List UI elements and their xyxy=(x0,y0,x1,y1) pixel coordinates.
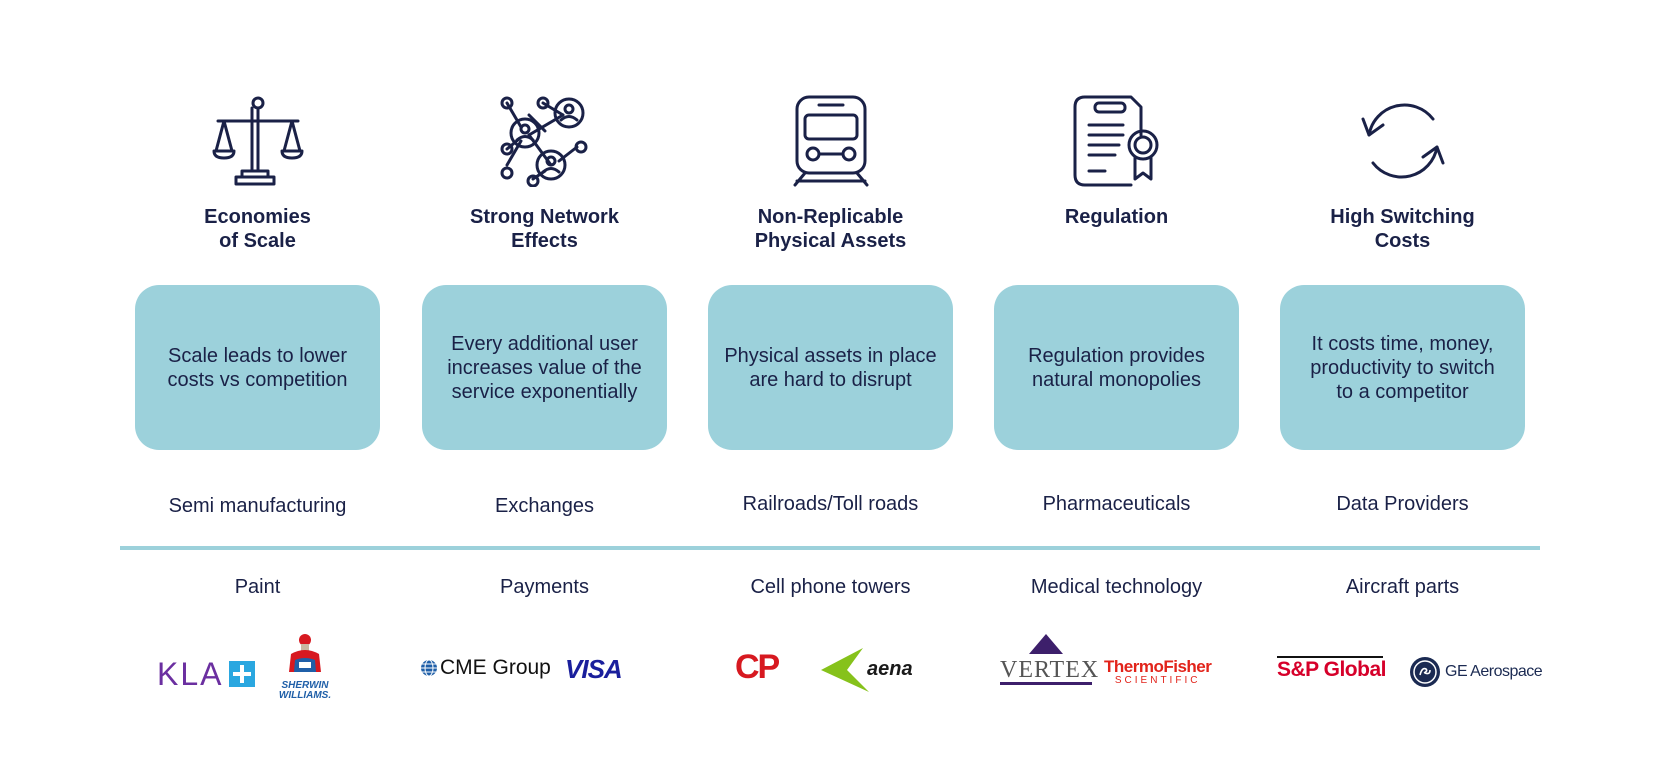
vertex-logo: VERTEX xyxy=(1000,634,1100,685)
thermo-fisher-logo: ThermoFisher SCIENTIFIC xyxy=(1104,657,1212,687)
globe-icon xyxy=(421,659,437,677)
example-bottom: Aircraft parts xyxy=(1345,576,1460,598)
description-card: Physical assets in place are hard to dis… xyxy=(708,285,953,450)
kla-logo-text: KLA xyxy=(157,656,224,692)
description-card: It costs time, money, productivity to sw… xyxy=(1280,285,1525,450)
scales-icon xyxy=(212,96,303,186)
divider-line xyxy=(120,546,1540,550)
column-title: High Switching Costs xyxy=(1330,206,1475,252)
thermo-fisher-subtext: SCIENTIFIC xyxy=(1114,675,1201,686)
column-title: Economies of Scale xyxy=(204,206,311,252)
description-text: Scale leads to lower costs vs competitio… xyxy=(167,344,348,391)
logos-group: S&P Global GE Aerospace xyxy=(1277,632,1547,712)
example-top: Semi manufacturing xyxy=(168,495,347,517)
logos-group: CME Group VISA xyxy=(420,632,720,712)
description-card: Scale leads to lower costs vs competitio… xyxy=(135,285,380,450)
column-switching-costs: High Switching Costs It costs time, mone… xyxy=(1280,95,1525,450)
kla-logo: KLA xyxy=(157,656,256,692)
description-card: Regulation provides natural monopolies xyxy=(994,285,1239,450)
plus-square-icon xyxy=(229,661,256,687)
aena-text: aena xyxy=(867,657,913,680)
cme-group-text: CME Group xyxy=(440,656,551,679)
network-icon xyxy=(500,96,587,187)
description-text: It costs time, money, productivity to sw… xyxy=(1310,332,1495,403)
example-bottom: Cell phone towers xyxy=(750,576,911,598)
column-title: Strong Network Effects xyxy=(470,206,619,252)
column-title: Non-Replicable Physical Assets xyxy=(754,206,907,252)
sherwin-williams-text: SHERWIN WILLIAMS. xyxy=(278,680,332,701)
example-bottom: Paint xyxy=(234,576,281,598)
description-text: Regulation provides natural monopolies xyxy=(1028,344,1205,391)
thermo-fisher-text: ThermoFisher xyxy=(1104,657,1212,676)
aena-star-icon xyxy=(821,648,869,692)
train-icon xyxy=(793,95,868,187)
description-card: Every additional user increases value of… xyxy=(422,285,667,450)
cp-logo: CP xyxy=(735,648,780,686)
vertex-triangle-icon xyxy=(1029,634,1063,654)
ge-aerospace-logo: GE Aerospace xyxy=(1409,656,1543,688)
certificate-icon xyxy=(1073,95,1158,187)
example-top: Pharmaceuticals xyxy=(1042,493,1191,515)
cme-group-logo: CME Group xyxy=(420,656,551,680)
example-bottom: Medical technology xyxy=(1030,576,1203,598)
column-physical-assets: Non-Replicable Physical Assets Physical … xyxy=(708,95,953,450)
ge-monogram-icon xyxy=(1410,657,1440,687)
column-economies-of-scale: Economies of Scale Scale leads to lower … xyxy=(135,95,380,450)
sp-global-text: S&P Global xyxy=(1277,658,1386,681)
logos-group: VERTEX ThermoFisher SCIENTIFIC xyxy=(1000,632,1300,712)
visa-logo: VISA xyxy=(565,654,623,684)
column-network-effects: Strong Network Effects Every additional … xyxy=(422,95,667,450)
example-top: Data Providers xyxy=(1336,493,1469,515)
example-top: Exchanges xyxy=(495,495,594,517)
vertex-text: VERTEX xyxy=(1000,657,1100,683)
refresh-icon xyxy=(1361,103,1444,179)
column-title: Regulation xyxy=(1064,206,1169,228)
column-regulation: Regulation Regulation provides natural m… xyxy=(994,95,1239,450)
example-bottom: Payments xyxy=(500,576,589,598)
aena-logo: aena xyxy=(817,644,913,694)
example-top: Railroads/Toll roads xyxy=(742,493,919,515)
sherwin-williams-logo: SHERWIN WILLIAMS. xyxy=(275,632,335,701)
paint-can-icon xyxy=(289,634,321,672)
description-text: Every additional user increases value of… xyxy=(447,332,642,403)
description-text: Physical assets in place are hard to dis… xyxy=(724,344,937,391)
logos-group: CP aena xyxy=(735,632,1035,712)
sp-global-logo: S&P Global xyxy=(1277,656,1386,682)
ge-aerospace-text: GE Aerospace xyxy=(1445,663,1543,680)
logos-group: KLA SHERWIN WILLIAMS. xyxy=(155,632,455,712)
